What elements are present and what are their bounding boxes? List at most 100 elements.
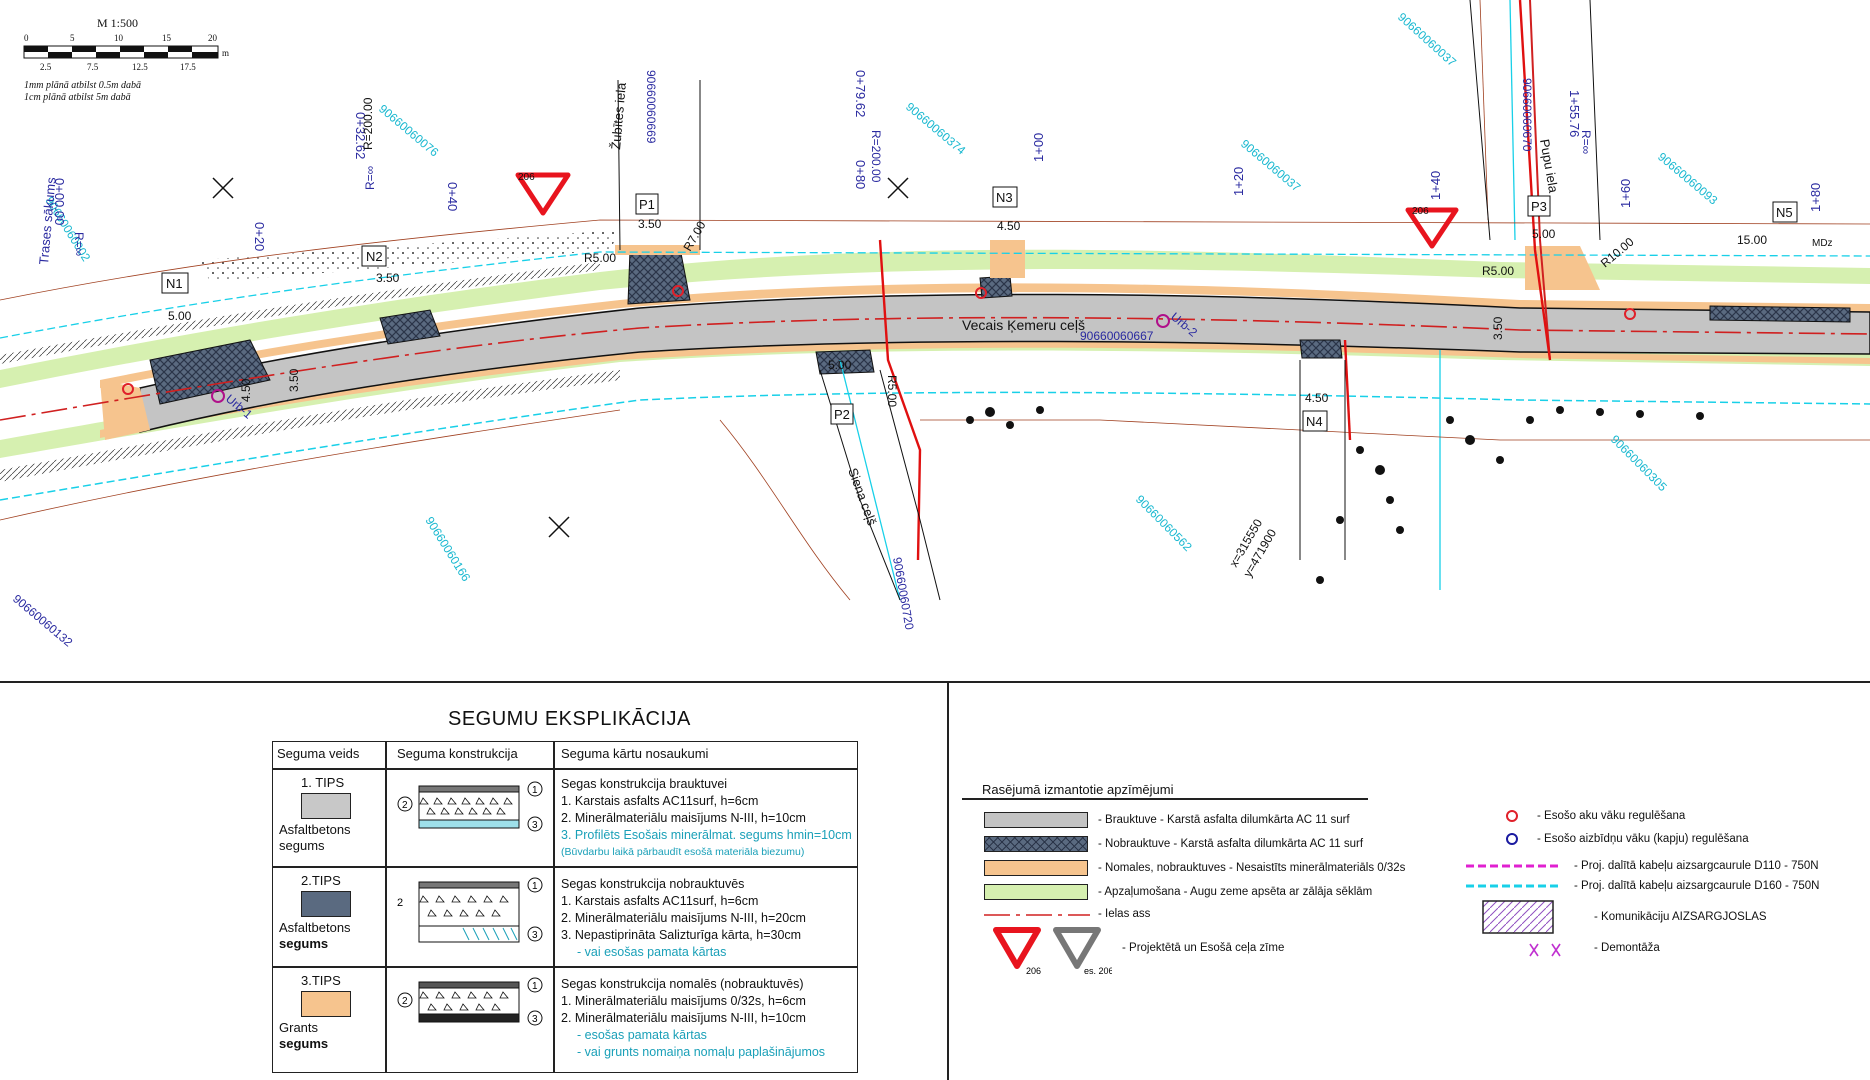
scale-tick: 20 bbox=[208, 33, 218, 43]
chainage-label: 1+00 bbox=[1031, 133, 1046, 162]
svg-text:N4: N4 bbox=[1306, 414, 1323, 429]
cable-d160-side bbox=[839, 359, 901, 601]
parcel-label: 90660060667 bbox=[1080, 329, 1154, 343]
table-divider bbox=[553, 742, 555, 1072]
road-sign-icon: 206 es. 206 bbox=[993, 927, 1112, 976]
axis-line-icon bbox=[984, 914, 1090, 916]
chainage-label: 0+20 bbox=[252, 222, 267, 251]
spec-line: 1. Minerālmateriālu maisījums 0/32s, h=6… bbox=[561, 994, 806, 1008]
surface-material: Asfaltbetons bbox=[279, 920, 351, 935]
layer-diagram: 1 2 3 bbox=[397, 977, 543, 1026]
sign-code-label: 206 bbox=[518, 172, 535, 183]
sign-code-label: 206 bbox=[1412, 206, 1429, 217]
scale-tick: 5 bbox=[70, 33, 75, 43]
explication-title: SEGUMU EKSPLIKĀCIJA bbox=[448, 708, 691, 730]
parcel-label: 90660060720 bbox=[890, 556, 917, 631]
radius-label: R7.00 bbox=[680, 218, 708, 253]
scale-note: 1mm plānā atbilst 0.5m dabā bbox=[24, 80, 141, 91]
surface-swatch bbox=[301, 991, 351, 1017]
green-verge-north bbox=[0, 249, 1870, 388]
spec-line: 2. Minerālmateriālu maisījums N-III, h=1… bbox=[561, 811, 806, 825]
legend-item: - Nomales, nobrauktuves - Nesaistīts min… bbox=[1098, 862, 1406, 874]
surface-material: Asfaltbetons bbox=[279, 822, 351, 837]
scale-tick: 17.5 bbox=[180, 62, 196, 72]
property-line-south-3 bbox=[920, 419, 1870, 441]
legend-item: - Apzaļumošana - Augu zeme apsēta ar zāl… bbox=[1098, 886, 1373, 898]
dimension-label: 3.50 bbox=[287, 368, 301, 392]
explication-table: Seguma veids Seguma konstrukcija Seguma … bbox=[272, 741, 858, 1073]
manhole-adjust-icon bbox=[122, 285, 1636, 395]
spec-line: Segas konstrukcija nomalēs (nobrauktuvēs… bbox=[561, 977, 804, 991]
svg-text:2: 2 bbox=[402, 996, 408, 1007]
spec-block: Segas konstrukcija brauktuvei 1. Karstai… bbox=[561, 776, 856, 861]
radius-label: R5.00 bbox=[1482, 264, 1514, 278]
dimension-label: 5.00 bbox=[828, 358, 852, 372]
apron-sw bbox=[100, 380, 150, 440]
parcel-label: 90660060037 bbox=[1238, 137, 1303, 195]
spec-line: (Būvdarbu laikā pārbaudīt esošā materiāl… bbox=[561, 846, 805, 858]
chainage-label: 0+00.00 bbox=[52, 178, 67, 225]
svg-text:3: 3 bbox=[532, 930, 538, 941]
legend-swatch bbox=[984, 860, 1088, 876]
chainage-label: 0+79.62 bbox=[853, 70, 868, 117]
spec-line: 3. Nepastiprināta Salizturīga kārta, h=3… bbox=[561, 928, 802, 942]
section-divider bbox=[0, 681, 1870, 683]
table-header: Seguma veids bbox=[277, 746, 360, 761]
legend-item: - Nobrauktuve - Karstā asfalta dilumkārt… bbox=[1098, 838, 1364, 850]
driveway-n1 bbox=[149, 339, 271, 405]
scale-tick: 15 bbox=[162, 33, 172, 43]
demolition-icon bbox=[1529, 943, 1561, 957]
radius-label: R=200.00 bbox=[361, 97, 375, 150]
legend-item: - Projektētā un Esošā ceļa zīme bbox=[1122, 942, 1285, 954]
dimension-label: 3.50 bbox=[376, 271, 400, 285]
cable-d160-side-2 bbox=[1509, 0, 1516, 241]
dimension-label: 4.50 bbox=[239, 378, 253, 402]
legend-item: - Brauktuve - Karstā asfalta dilumkārta … bbox=[1098, 814, 1350, 826]
dotted-area-north bbox=[200, 230, 620, 282]
spec-line: Segas konstrukcija brauktuvei bbox=[561, 777, 728, 791]
scale-note: 1cm plānā atbilst 5m dabā bbox=[24, 92, 131, 103]
table-divider bbox=[273, 866, 857, 868]
parcel-label: 90660060669 bbox=[644, 70, 658, 144]
svg-text:P3: P3 bbox=[1531, 199, 1547, 214]
spec-block: Segas konstrukcija nomalēs (nobrauktuvēs… bbox=[561, 976, 856, 1061]
spec-block: Segas konstrukcija nobrauktuvēs 1. Karst… bbox=[561, 876, 856, 961]
chainage-label: 1+20 bbox=[1231, 167, 1246, 196]
dimension-label: 4.50 bbox=[997, 219, 1021, 233]
svg-text:2: 2 bbox=[402, 800, 408, 811]
svg-text:P1: P1 bbox=[639, 197, 655, 212]
cable-d160-line-north bbox=[0, 251, 1870, 339]
misc-label: MDz bbox=[1812, 238, 1833, 249]
surface-type: 2.TIPS bbox=[301, 873, 341, 888]
scale-tick: 7.5 bbox=[87, 62, 99, 72]
cable-d160-line bbox=[0, 391, 1870, 501]
street-name-label: Vecais Ķemeru ceļš bbox=[962, 317, 1085, 333]
layer-diagram: 2 1 3 bbox=[397, 877, 543, 943]
dimension-label: 5.00 bbox=[168, 309, 192, 323]
trees-south bbox=[966, 406, 1704, 584]
parcel-label: 90660060562 bbox=[1133, 492, 1195, 554]
svg-text:3: 3 bbox=[532, 1014, 538, 1025]
chainage-label: 1+80 bbox=[1808, 183, 1823, 212]
table-divider bbox=[385, 742, 387, 1072]
parcel-label: 90660060305 bbox=[1608, 432, 1670, 494]
dimension-label: 3.50 bbox=[1491, 316, 1505, 340]
sign-old-code: es. 206 bbox=[1084, 966, 1112, 976]
scale-tick: 10 bbox=[114, 33, 124, 43]
radius-label: R5.00 bbox=[885, 375, 899, 407]
svg-text:3: 3 bbox=[532, 820, 538, 831]
apron-n3 bbox=[990, 240, 1025, 278]
red-pipeline-2 bbox=[1343, 339, 1352, 441]
legend-item: - Demontāža bbox=[1594, 942, 1660, 954]
legend-item: - Proj. dalītā kabeļu aizsargcaurule D11… bbox=[1574, 860, 1819, 872]
scale-bar: M 1:500 0 5 10 15 20 m 2.5 7.5 12.5 17.5… bbox=[22, 14, 242, 104]
cable-d110-icon bbox=[1466, 864, 1562, 868]
parcel-label: 90660060670 bbox=[1520, 78, 1534, 152]
borehole-icon bbox=[211, 314, 1170, 403]
side-road-zubites bbox=[617, 79, 701, 251]
sign-new-code: 206 bbox=[1026, 966, 1041, 976]
parcel-label: 90660060076 bbox=[376, 102, 441, 160]
shoulder-north bbox=[100, 283, 1870, 388]
svg-text:2: 2 bbox=[397, 897, 403, 909]
table-header: Seguma konstrukcija bbox=[397, 746, 518, 761]
